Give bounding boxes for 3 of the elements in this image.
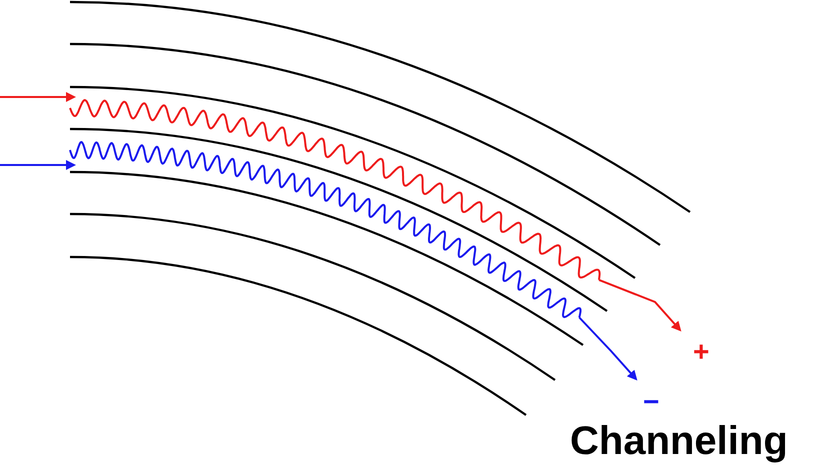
charge-sign: − [643,388,660,416]
charge-sign: + [693,338,710,366]
caption-text: Channeling [570,421,788,461]
